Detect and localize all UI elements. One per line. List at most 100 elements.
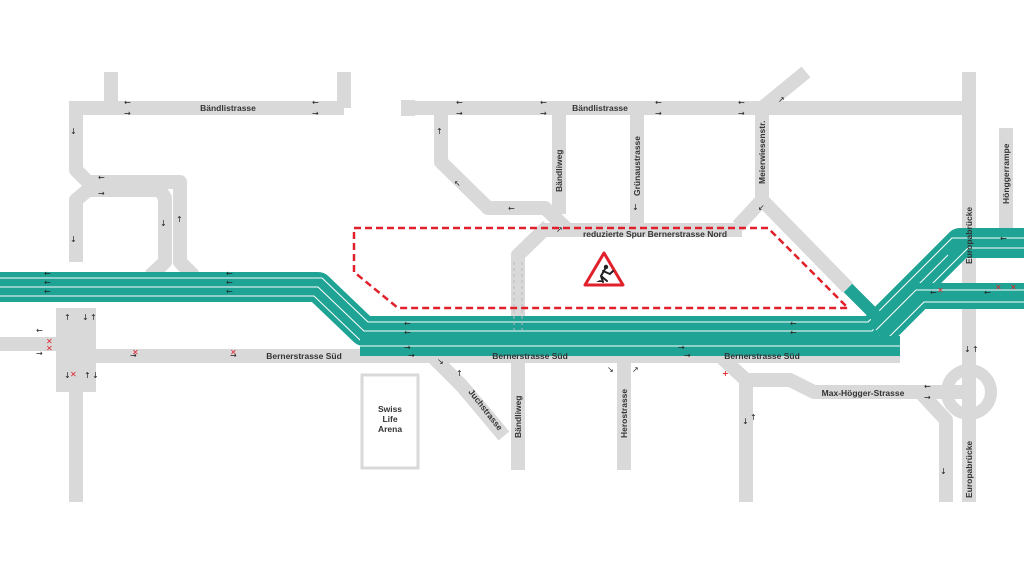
direction-arrow-icon: ←: [540, 98, 547, 107]
road-meierwiesenstr-north: [757, 66, 811, 114]
direction-arrow-icon: ↘: [437, 357, 444, 366]
arena-label-1: Swiss: [378, 404, 402, 414]
highway-lane-line-1: [0, 237, 1024, 323]
direction-arrows: ← → ← → ← → ← → ← → ← → ← ← → ↓ ↓ ↓ ↑ ↑ …: [36, 95, 1007, 476]
label-reduzierte-spur: reduzierte Spur Bernerstrasse Nord: [583, 229, 727, 239]
direction-arrow-icon: →: [456, 109, 463, 118]
road-nord-ramp-west: [511, 220, 553, 330]
direction-arrow-icon: →: [678, 343, 685, 352]
construction-zone-outline: [352, 226, 852, 310]
direction-arrow-icon: ↑: [750, 413, 757, 422]
direction-arrow-icon: ←: [44, 278, 51, 287]
red-x-lane-closure-icon: ✕: [230, 348, 237, 357]
direction-arrow-icon: ↘: [607, 365, 614, 374]
direction-arrow-icon: →: [404, 343, 411, 352]
label-juchstrasse: Juchstrasse: [466, 387, 505, 432]
direction-arrow-icon: ↓: [64, 371, 71, 380]
direction-arrow-icon: →: [924, 393, 931, 402]
direction-arrow-icon: ↓: [70, 235, 77, 244]
label-max-hoegger: Max-Högger-Strasse: [822, 388, 905, 398]
direction-arrow-icon: ←: [738, 98, 745, 107]
direction-arrow-icon: ↓: [92, 371, 99, 380]
direction-arrow-icon: ←: [984, 288, 991, 297]
direction-arrow-icon: ←: [124, 98, 131, 107]
direction-arrow-icon: ↓: [742, 417, 749, 426]
arena-building: Swiss Life Arena: [360, 373, 420, 470]
direction-arrow-icon: ↙: [758, 203, 765, 212]
label-bernerstrasse-sued-1: Bernerstrasse Süd: [266, 351, 342, 361]
direction-arrow-icon: ↑: [436, 127, 443, 136]
red-x-lane-closure-icon: ✕: [1010, 283, 1017, 292]
direction-arrow-icon: ←: [98, 173, 105, 182]
direction-arrow-icon: →: [124, 109, 131, 118]
baendliweg-underpass-dashes: [513, 262, 523, 330]
direction-arrow-icon: ←: [36, 326, 43, 335]
arena-label-2: Life: [382, 414, 397, 424]
red-x-lane-closure-icon: ✕: [995, 283, 1002, 292]
road-max-hoegger-south: [914, 387, 953, 502]
label-bernerstrasse-sued-3: Bernerstrasse Süd: [724, 351, 800, 361]
red-x-lane-closure-icon: ✕: [46, 344, 53, 353]
closure-markers: ✕ ✕ ✕ ✕ ✕ + ✕ ✕ ✕: [46, 283, 1017, 379]
direction-arrow-icon: ←: [404, 319, 411, 328]
label-baendlistrasse-west: Bändlistrasse: [200, 103, 256, 113]
label-baendlistrasse-east: Bändlistrasse: [572, 103, 628, 113]
direction-arrow-icon: ↗: [778, 95, 785, 104]
direction-arrow-icon: ←: [226, 287, 233, 296]
direction-arrow-icon: →: [408, 351, 415, 360]
label-baendliweg-south: Bändliweg: [513, 395, 523, 438]
direction-arrow-icon: →: [130, 351, 137, 360]
direction-arrow-icon: ↓: [940, 467, 947, 476]
road-west-loop: [69, 183, 172, 282]
direction-arrow-icon: →: [36, 349, 43, 358]
direction-arrow-icon: →: [540, 109, 547, 118]
direction-arrow-icon: →: [230, 351, 237, 360]
road-nord-ramp-east: [756, 195, 854, 293]
direction-arrow-icon: ↑: [972, 345, 979, 354]
label-gruenaustrasse: Grünaustrasse: [632, 136, 642, 196]
direction-arrow-icon: ←: [456, 98, 463, 107]
direction-arrow-icon: ↓: [70, 127, 77, 136]
direction-arrow-icon: →: [312, 109, 319, 118]
label-hoenggerrampe: Hönggerrampe: [1001, 143, 1011, 204]
direction-arrow-icon: ←: [226, 278, 233, 287]
red-x-lane-closure-icon: +: [722, 369, 729, 378]
highway-east-lane-2: [883, 301, 1024, 343]
road-max-hoegger: [746, 373, 969, 399]
arena-outline: [360, 373, 420, 470]
direction-arrow-icon: →: [738, 109, 745, 118]
direction-arrow-icon: ↗: [632, 365, 639, 374]
label-meierwiesenstr: Meierwiesenstr.: [757, 121, 767, 184]
arena-label-3: Arena: [378, 424, 402, 434]
road-west-connector: [69, 101, 199, 281]
direction-arrow-icon: ↑: [64, 313, 71, 322]
label-bernerstrasse-sued-2: Bernerstrasse Süd: [492, 351, 568, 361]
direction-arrow-icon: ←: [226, 269, 233, 278]
roundabout: [941, 364, 997, 420]
label-europabruecke-north: Europabrücke: [964, 207, 974, 264]
direction-arrow-icon: ←: [924, 382, 931, 391]
direction-arrow-icon: ↑: [456, 369, 463, 378]
direction-arrow-icon: ←: [790, 319, 797, 328]
highway-north-ramp: [843, 283, 885, 325]
direction-arrow-icon: →: [98, 189, 105, 198]
red-x-lane-closure-icon: ✕: [70, 370, 77, 379]
road-juchstrasse: [427, 351, 510, 441]
direction-arrow-icon: ←: [655, 98, 662, 107]
local-roads: [0, 66, 1013, 502]
direction-arrow-icon: ↓: [160, 219, 167, 228]
highway-east-lane-1: [875, 289, 1024, 331]
direction-arrow-icon: ↓: [964, 345, 971, 354]
label-baendliweg-north: Bändliweg: [554, 149, 564, 192]
direction-arrow-icon: ←: [790, 328, 797, 337]
direction-arrow-icon: ↑: [90, 313, 97, 322]
label-herostrasse: Herostrasse: [619, 389, 629, 438]
highway: [0, 228, 1024, 356]
highway-east-branch: [870, 283, 1024, 346]
direction-arrow-icon: →: [684, 351, 691, 360]
direction-arrow-icon: ←: [508, 204, 515, 213]
direction-arrow-icon: ←: [44, 269, 51, 278]
direction-arrow-icon: ←: [312, 98, 319, 107]
direction-arrow-icon: ↗: [556, 225, 563, 234]
